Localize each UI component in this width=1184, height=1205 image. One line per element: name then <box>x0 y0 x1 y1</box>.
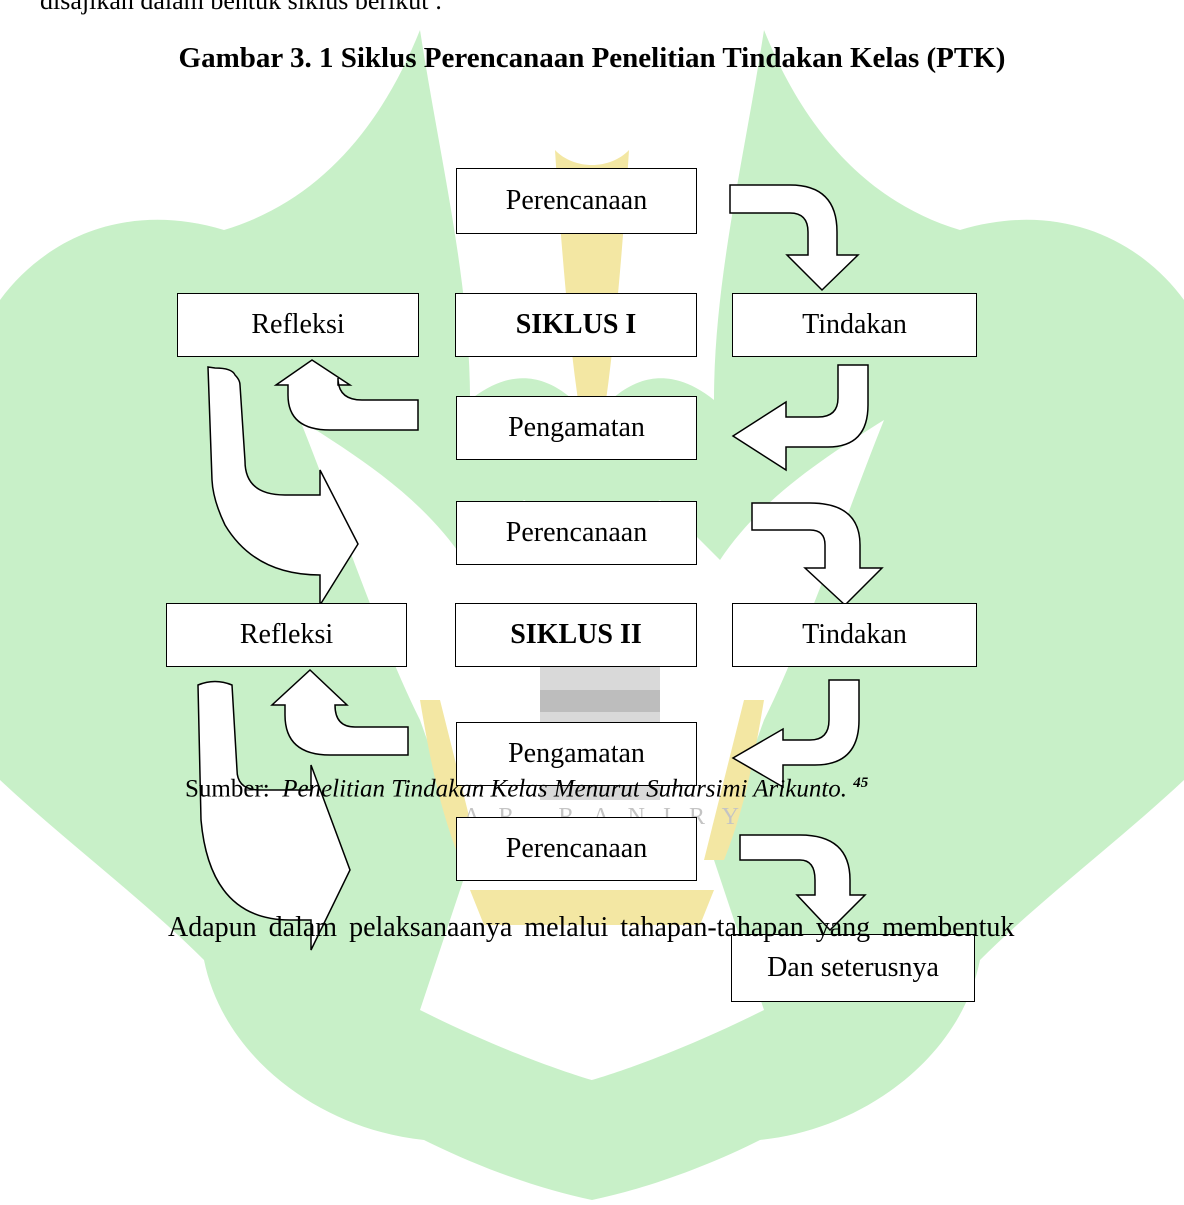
box-reflection-cycle-1: Refleksi <box>177 293 419 357</box>
box-planning-cycle-1: Perencanaan <box>456 168 697 234</box>
text-above: disajikan dalam bentuk siklus berikut : <box>40 0 443 15</box>
box-reflection-cycle-2: Refleksi <box>166 603 407 667</box>
figure-title: Gambar 3. 1 Siklus Perencanaan Penelitia… <box>178 42 1006 74</box>
box-continue: Dan seterusnya <box>731 934 975 1002</box>
box-cycle-1-label: SIKLUS I <box>455 293 697 357</box>
source-prefix: Sumber: <box>185 775 270 803</box>
arrow-action1-to-observation1 <box>731 364 869 472</box>
arrow-reflection1-to-reflection2 <box>207 366 359 608</box>
box-observation-cycle-1: Pengamatan <box>456 396 697 460</box>
arrow-observation1-to-reflection1 <box>273 359 419 431</box>
source-footnote: 45 <box>853 775 869 791</box>
box-action-cycle-2: Tindakan <box>732 603 977 667</box>
arrow-reflection2-to-continue <box>197 680 351 951</box>
arrow-action2-to-observation2 <box>731 679 860 789</box>
arrow-plan1-to-action1 <box>729 184 860 292</box>
arrow-observation2-to-reflection2 <box>270 668 409 756</box>
box-planning-cycle-2: Perencanaan <box>456 501 697 565</box>
source-reference: Penelitian Tindakan Kelas Menurut Suhars… <box>282 775 848 803</box>
box-cycle-2-label: SIKLUS II <box>455 603 697 667</box>
arrow-plan3-to-continue <box>739 834 867 932</box>
watermark-kaaba-band <box>540 690 660 712</box>
arrow-plan2-to-action2 <box>751 502 884 607</box>
box-observation-cycle-2: Pengamatan <box>456 722 697 786</box>
box-planning-next: Perencanaan <box>456 817 697 881</box>
figure-source: Sumber: Penelitian Tindakan Kelas Menuru… <box>185 775 868 803</box>
box-action-cycle-1: Tindakan <box>732 293 977 357</box>
body-paragraph: Adapun dalam pelaksanaanya melalui tahap… <box>168 912 1015 943</box>
